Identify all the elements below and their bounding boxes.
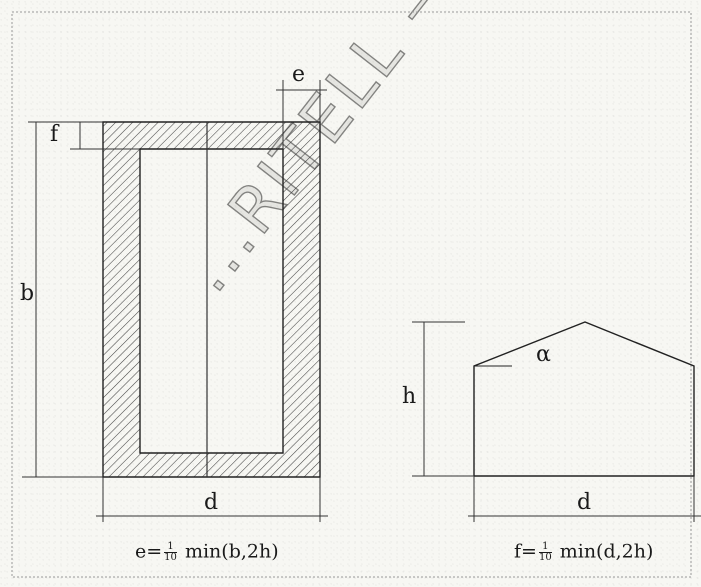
dimension-d-right: [468, 476, 701, 522]
formula-right-numerator: 1: [538, 542, 552, 553]
label-e: e: [292, 62, 306, 87]
formula-right-denominator: 10: [538, 552, 552, 563]
formula-left-suffix: min(b,2h): [178, 540, 279, 563]
outer-border: [11, 11, 692, 578]
dimension-h: [412, 321, 474, 477]
label-f: f: [50, 122, 59, 147]
label-d-left: d: [204, 490, 219, 515]
plan-figure: [102, 121, 321, 478]
dimension-b: [22, 121, 103, 478]
dimension-d-left: [96, 477, 328, 522]
formula-right-suffix: min(d,2h): [553, 540, 654, 563]
label-h: h: [402, 384, 417, 409]
label-alpha: α: [536, 342, 551, 367]
formula-right-prefix: f=: [514, 540, 537, 563]
formula-left-denominator: 10: [164, 552, 177, 563]
dimension-e: [276, 80, 327, 149]
formula-left-prefix: e=: [135, 540, 163, 563]
formula-left-numerator: 1: [164, 542, 177, 553]
label-b: b: [20, 281, 35, 306]
label-d-right: d: [577, 490, 592, 515]
elevation-figure: [473, 321, 695, 477]
dimension-f: [70, 122, 140, 150]
hatched-band: [102, 121, 321, 478]
